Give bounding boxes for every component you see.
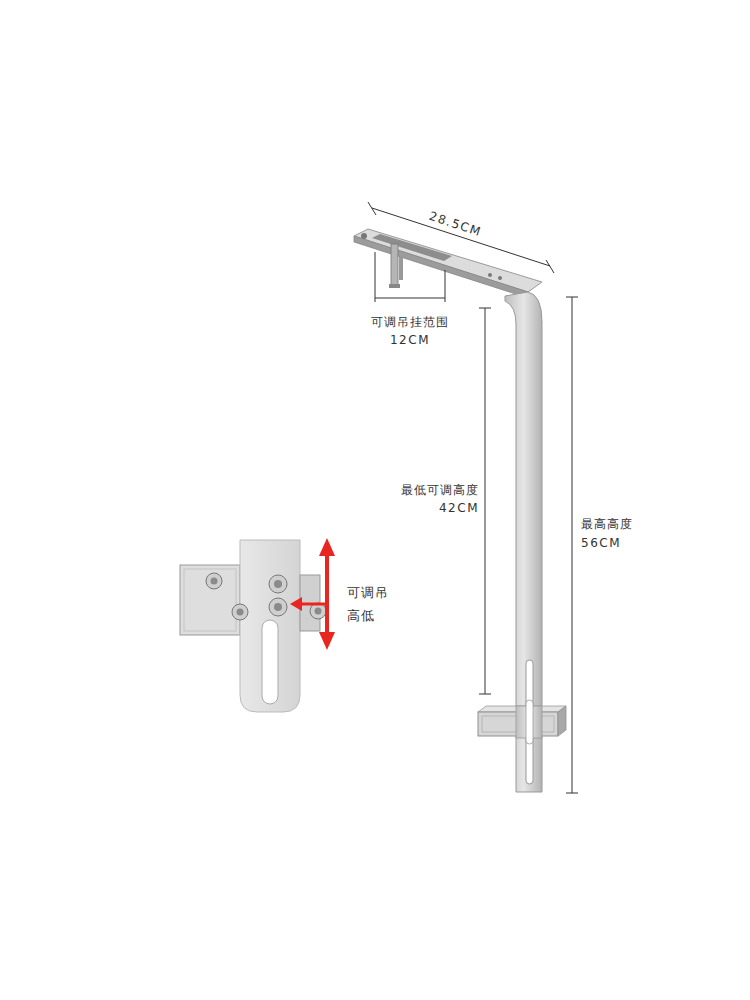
hanging-range-dimension: [375, 252, 445, 302]
dimension-value: 42CM: [438, 501, 480, 516]
adjust-note: 可调吊 高低: [346, 581, 392, 628]
min-height-dimension: [479, 308, 491, 694]
detail-inset: [180, 540, 326, 712]
width-dimension: [368, 202, 554, 273]
max-height-dimension: [566, 297, 578, 793]
tank-clamp: [478, 700, 566, 744]
top-plate: [354, 229, 542, 298]
dimension-value: 56CM: [580, 536, 622, 551]
dimension-caption: 最低可调高度: [400, 483, 480, 498]
dimension-caption: 最高高度: [580, 517, 634, 532]
dimension-value: 12CM: [389, 333, 431, 348]
hanging-hook: [389, 244, 403, 288]
adjust-arrows: [290, 538, 335, 650]
dimension-caption: 可调吊挂范围: [370, 315, 450, 330]
